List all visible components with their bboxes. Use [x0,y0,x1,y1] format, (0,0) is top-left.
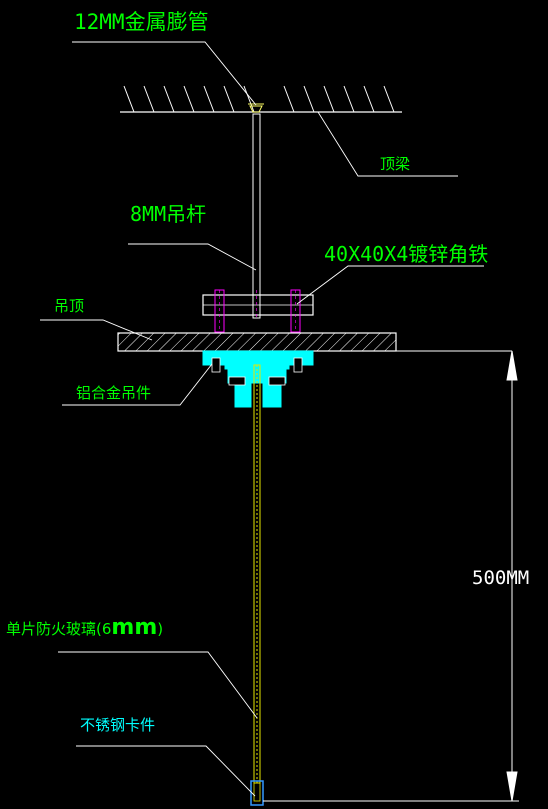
label-ceiling: 吊顶 [54,297,84,315]
label-glass: 单片防火玻璃(6mm) [6,615,163,640]
leader-angle [296,265,484,305]
leader-ceiling [40,319,153,341]
expansion-pipe-head [248,103,264,113]
fire-glass-panel [253,364,261,784]
label-beam: 顶梁 [380,155,410,173]
label-fitting: 铝合金吊件 [76,384,151,402]
leader-rod [128,243,257,271]
angle-iron [202,289,314,333]
steel-clip [250,780,264,806]
label-dimension: 500MM [472,567,529,589]
label-angle: 40X40X4镀锌角铁 [324,242,488,266]
leader-clip [76,745,256,797]
leader-beam [317,111,458,177]
label-pipe: 12MM金属膨管 [74,10,209,34]
leader-fitting [62,363,213,406]
leader-glass [58,651,258,719]
label-clip: 不锈钢卡件 [80,716,155,734]
aluminium-fitting [202,350,314,408]
dimension-line [263,350,519,802]
leader-pipe [72,41,257,106]
ceiling-panel [117,332,512,352]
leader-lines [40,41,484,797]
label-rod: 8MM吊杆 [130,202,206,226]
hanger-rod [252,113,261,319]
beam [120,85,402,113]
